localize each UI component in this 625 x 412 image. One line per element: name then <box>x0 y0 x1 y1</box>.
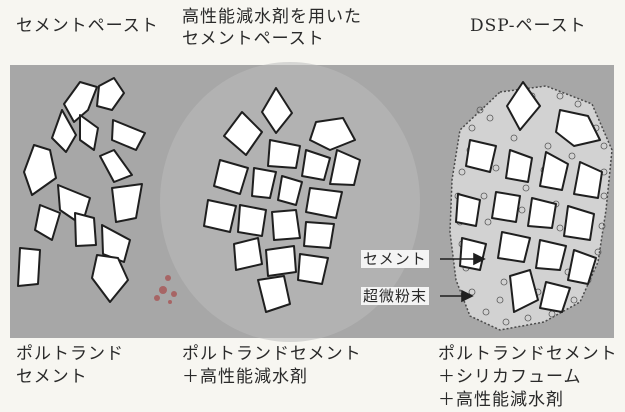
cement-grain <box>535 239 567 271</box>
cement-grain <box>459 237 487 271</box>
cement-grain <box>17 247 41 287</box>
cement-paste-grains <box>17 77 146 303</box>
cement-grain <box>111 183 143 223</box>
cement-grain <box>251 167 277 199</box>
title-cement-paste: セメントペースト <box>16 16 159 36</box>
cement-grain <box>329 149 361 186</box>
cement-grain <box>455 193 481 227</box>
caption-cement-paste: ポルトランド セメント <box>16 344 124 387</box>
stain-mark <box>154 275 177 304</box>
cement-grain <box>305 187 343 219</box>
cement-grain <box>539 151 569 191</box>
cement-grain <box>301 149 331 181</box>
cement-grain <box>79 114 99 151</box>
title-dsp-paste: DSP-ペースト <box>470 16 587 36</box>
cement-grain <box>91 254 129 303</box>
cement-grain <box>497 231 531 263</box>
cement-arrowhead <box>473 252 486 266</box>
cement-grain <box>309 117 356 151</box>
cement-grain <box>297 253 329 285</box>
cement-grain <box>96 77 125 111</box>
cement-grain <box>505 149 533 183</box>
cement-grain <box>491 191 521 223</box>
cement-grain <box>261 87 293 134</box>
cement-grain <box>257 275 291 313</box>
cement-grain <box>465 139 497 173</box>
cement-grain <box>237 204 267 237</box>
cement-grain <box>223 111 263 156</box>
cement-grain <box>303 221 335 249</box>
cement-grain <box>34 204 61 241</box>
cement-grain <box>271 209 301 241</box>
label-cement: セメント <box>361 250 429 268</box>
cement-grain <box>265 245 297 277</box>
cement-grain <box>99 149 133 183</box>
leader-arrows <box>440 252 486 303</box>
cement-grain <box>563 205 595 241</box>
superplasticized-paste-grains <box>203 87 361 313</box>
cement-grain <box>233 237 263 271</box>
dsp-cement-grains <box>455 81 603 313</box>
cement-grain <box>539 281 571 313</box>
cement-grain <box>506 81 541 131</box>
cement-grain <box>277 175 303 206</box>
cement-grain <box>23 144 57 196</box>
dsp-matrix <box>449 81 613 331</box>
title-superplasticized-paste: 高性能減水剤を用いた セメントペースト <box>182 7 362 49</box>
cement-grain <box>509 269 539 313</box>
cement-grain <box>213 159 249 195</box>
ultrafine-arrowhead <box>461 289 474 303</box>
cement-grain <box>51 109 77 153</box>
cement-grain <box>567 249 597 285</box>
cement-grain <box>111 119 146 151</box>
caption-dsp-paste: ポルトランドセメント ＋シリカフューム ＋高性能減水剤 <box>438 344 618 410</box>
label-ultrafine-powder: 超微粉末 <box>361 287 430 305</box>
cement-grain <box>74 212 97 247</box>
caption-superplasticized-paste: ポルトランドセメント ＋高性能減水剤 <box>182 344 362 387</box>
cement-grain <box>555 109 601 147</box>
cement-grain <box>203 199 237 233</box>
cement-grain <box>527 197 557 229</box>
cement-grain <box>573 161 603 199</box>
cement-grain <box>101 224 131 263</box>
cement-grain <box>267 139 301 169</box>
